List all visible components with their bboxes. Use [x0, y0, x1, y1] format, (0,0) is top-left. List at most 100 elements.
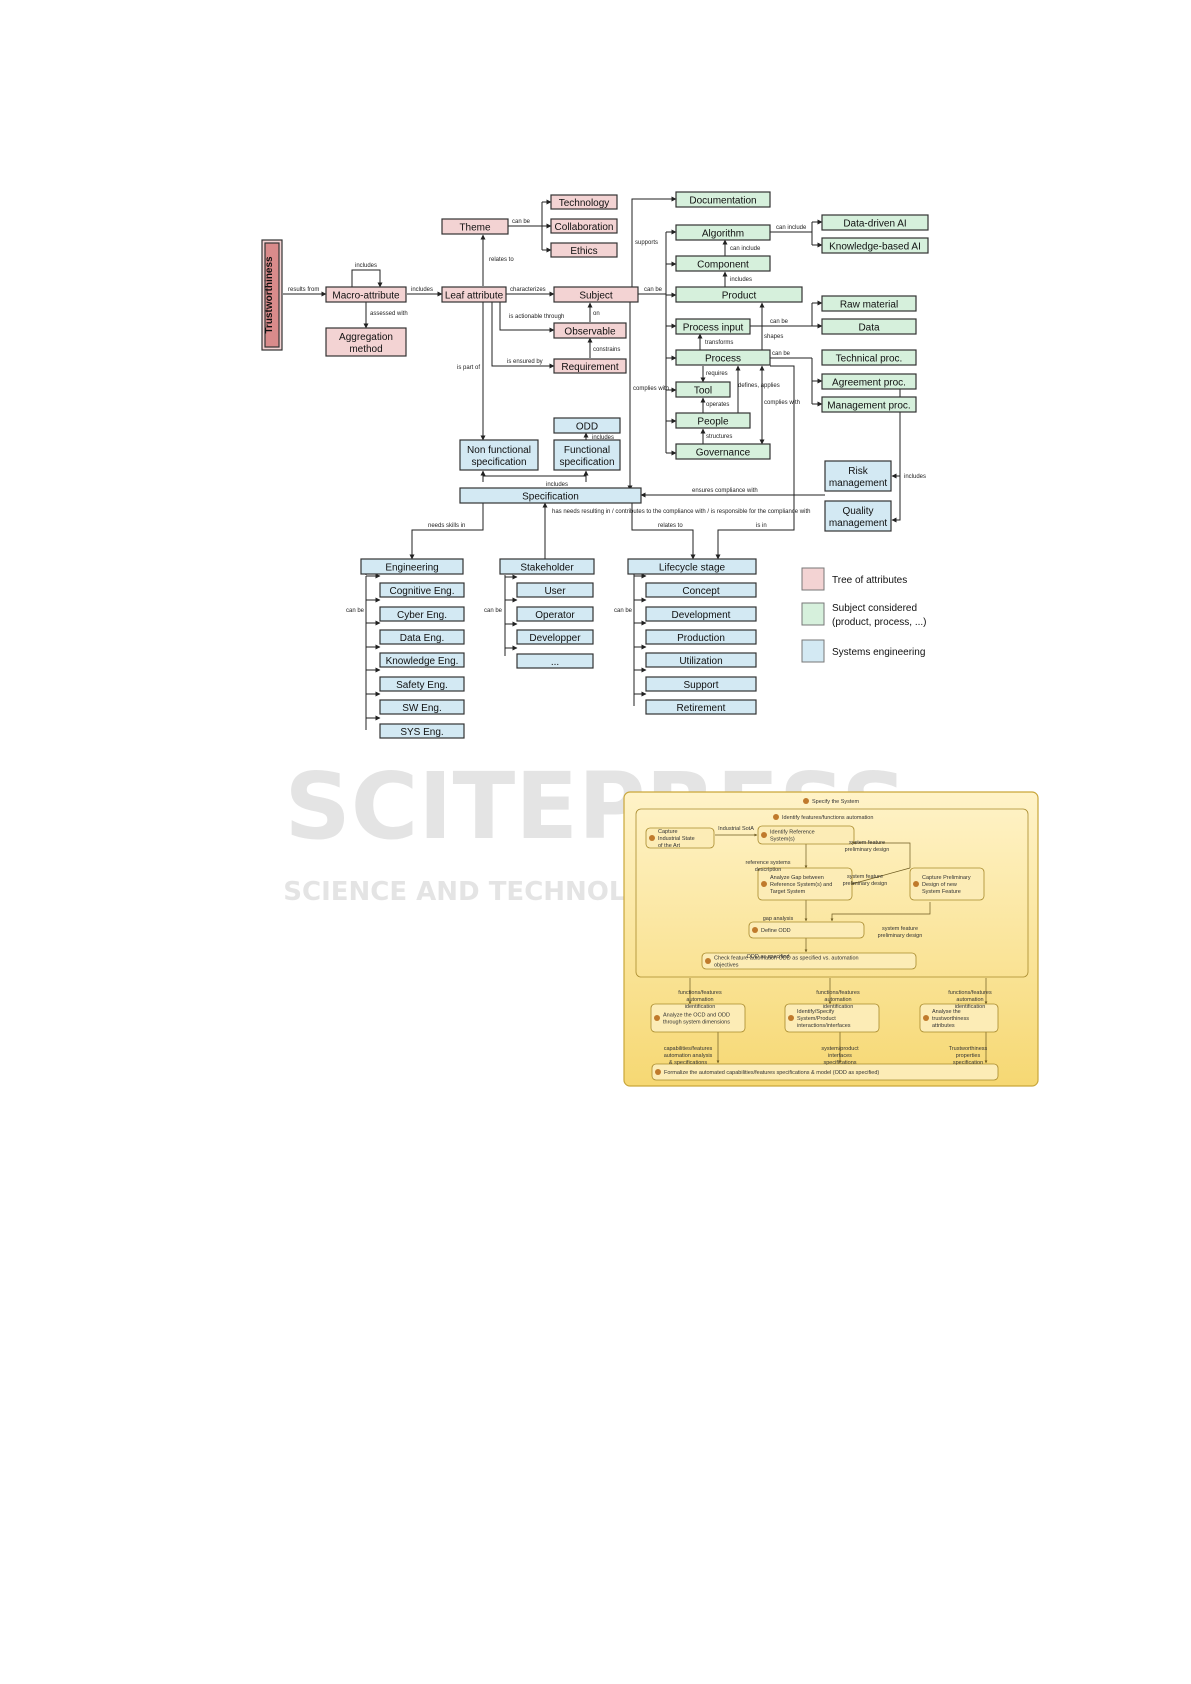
svg-text:ensures compliance with: ensures compliance with: [692, 488, 758, 494]
node-label: Process: [705, 354, 741, 365]
node-trustworthiness: Trustworthiness: [261, 239, 283, 351]
artifact-label: description: [755, 867, 782, 873]
node-label: Functional: [564, 445, 610, 456]
node-process-input: Process input: [675, 318, 751, 335]
activity-label: Reference System(s) and: [770, 882, 832, 888]
svg-text:shapes: shapes: [764, 334, 783, 340]
svg-text:can be: can be: [644, 287, 663, 293]
node-label: management: [829, 478, 888, 489]
activity-label: Design of new: [922, 882, 957, 888]
node-label: Quality: [842, 506, 873, 517]
legend-label-subject-line1: Subject considered: [832, 603, 917, 614]
diagram1-edges: results from includes assessed with incl…: [283, 196, 926, 730]
svg-text:can be: can be: [772, 351, 791, 357]
node-documentation: Documentation: [675, 191, 771, 208]
node-label: Lifecycle stage: [659, 563, 726, 574]
node-label: Component: [697, 260, 749, 271]
artifact-industrial-sota: Industrial SotA: [718, 826, 754, 832]
node-label: Raw material: [840, 300, 898, 311]
svg-text:transforms: transforms: [705, 340, 733, 346]
activity-label: interactions/interfaces: [797, 1023, 851, 1029]
node-label: Technology: [559, 198, 610, 209]
artifact-label: specification: [953, 1060, 983, 1066]
artifact-label: system feature: [882, 926, 918, 932]
node-collaboration: Collaboration: [550, 218, 618, 234]
diagram2-inner-frame: [635, 808, 1029, 978]
node-label: Data Eng.: [400, 633, 444, 644]
node-label: Leaf attribute: [445, 291, 504, 302]
node-technology: Technology: [550, 194, 618, 210]
svg-text:assessed with: assessed with: [370, 311, 408, 317]
activity-label: System Feature: [922, 889, 961, 895]
node-ethics: Ethics: [550, 242, 618, 258]
activity-label: Check feature automation ODD as specifie…: [714, 956, 859, 962]
node-label: Specification: [522, 492, 579, 503]
activity-label: Industrial State: [658, 836, 695, 842]
svg-text:is in: is in: [756, 523, 767, 529]
node-label: specification: [559, 457, 614, 468]
node-label: Risk: [848, 466, 868, 477]
artifact-label: preliminary design: [845, 847, 890, 853]
svg-text:includes: includes: [730, 277, 752, 283]
svg-text:can be: can be: [484, 608, 503, 614]
node-ellipsis: ...: [516, 653, 594, 669]
activity-check-feature: Check feature automation ODD as specifie…: [701, 952, 917, 970]
node-label: Theme: [459, 223, 491, 234]
node-label: management: [829, 518, 888, 529]
diagram2-title: Specify the System: [812, 799, 859, 805]
node-sw-eng: SW Eng.: [379, 699, 465, 715]
svg-text:is actionable through: is actionable through: [509, 314, 564, 320]
node-people: People: [675, 412, 751, 429]
artifact-func-auto-id-2: functions/featuresautomationidentificati…: [816, 990, 860, 1010]
activity-define-odd: Define ODD: [748, 921, 865, 939]
artifact-label: system feature: [849, 840, 885, 846]
node-label: Management proc.: [827, 401, 910, 412]
node-label: Engineering: [385, 563, 438, 574]
legend-swatch-systems: [801, 639, 825, 663]
svg-text:defines, applies: defines, applies: [738, 383, 780, 389]
svg-text:can be: can be: [770, 319, 789, 325]
node-label: People: [697, 417, 729, 428]
node-macro-attribute: Macro-attribute: [325, 286, 407, 303]
node-subject: Subject: [553, 286, 639, 303]
node-knowledge-eng: Knowledge Eng.: [379, 652, 465, 668]
node-support: Support: [645, 676, 757, 692]
node-production: Production: [645, 629, 757, 645]
node-label: Stakeholder: [520, 563, 574, 574]
node-developper: Developper: [516, 629, 594, 645]
node-label: Development: [672, 610, 731, 621]
node-theme: Theme: [441, 218, 509, 235]
diagram2-inner-title: Identify features/functions automation: [782, 815, 873, 821]
node-label: Non functional: [467, 445, 531, 456]
artifact-label: functions/features: [816, 990, 860, 996]
node-odd: ODD: [553, 417, 621, 434]
node-label: Knowledge-based AI: [829, 242, 921, 253]
artifact-odd-as-specified: ODD as specified: [747, 954, 790, 960]
svg-text:can be: can be: [346, 608, 365, 614]
activity-label: Target System: [770, 889, 806, 895]
node-utilization: Utilization: [645, 652, 757, 668]
node-leaf-attribute: Leaf attribute: [441, 286, 507, 303]
node-data-eng: Data Eng.: [379, 629, 465, 645]
node-component: Component: [675, 255, 771, 272]
node-specification: Specification: [459, 487, 642, 504]
activity-label: of the Art: [658, 843, 680, 849]
node-operator: Operator: [516, 606, 594, 622]
artifact-label: system feature: [847, 874, 883, 880]
svg-text:can be: can be: [512, 219, 531, 225]
svg-text:complies with: complies with: [633, 386, 669, 392]
artifact-label: & specifications: [669, 1060, 707, 1066]
legend-label-attributes: Tree of attributes: [832, 575, 907, 586]
node-label: SYS Eng.: [400, 727, 443, 738]
